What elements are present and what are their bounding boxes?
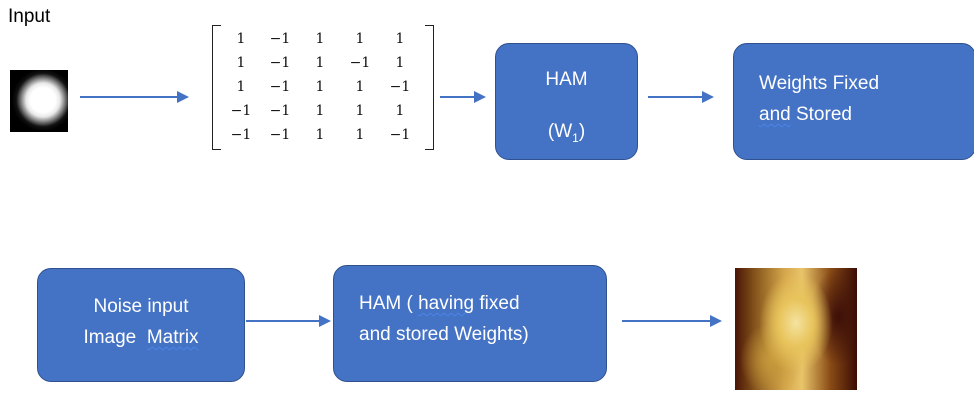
ham2-word-b: fixed bbox=[474, 293, 520, 314]
arrow-head-icon bbox=[177, 91, 189, 103]
matrix-cell: −1 bbox=[269, 79, 291, 95]
matrix-cell: 1 bbox=[395, 55, 405, 71]
matrix-cell: 1 bbox=[315, 103, 325, 119]
weights-line-1: Weights Fixed bbox=[759, 73, 880, 94]
matrix-row: 1 −1 1 −1 1 bbox=[222, 51, 420, 75]
matrix-cell: 1 bbox=[315, 79, 325, 95]
noise-word-matrix: Matrix bbox=[146, 327, 199, 348]
matrix-cell: 1 bbox=[236, 55, 246, 71]
matrix-cell: 1 bbox=[355, 79, 365, 95]
ham2-line-1: HAM ( having fixed bbox=[359, 288, 529, 319]
ham-stored-weights-box: HAM ( having fixed and stored Weights) bbox=[333, 265, 607, 382]
ham-stored-weights-text: HAM ( having fixed and stored Weights) bbox=[359, 288, 529, 350]
noise-line-2: Image Matrix bbox=[38, 322, 244, 353]
noise-input-box: Noise input Image Matrix bbox=[37, 268, 245, 382]
arrow-head-icon bbox=[474, 91, 486, 103]
ham-box: HAM (W1) bbox=[495, 43, 638, 160]
matrix-table: 1 −1 1 1 1 1 −1 1 −1 1 1 −1 1 1 −1 −1 −1… bbox=[222, 27, 420, 147]
arrow-head-icon bbox=[702, 91, 714, 103]
arrow-head-icon bbox=[710, 315, 722, 327]
matrix-cell: 1 bbox=[395, 103, 405, 119]
matrix-cell: −1 bbox=[230, 127, 252, 143]
arrow-input-to-matrix bbox=[80, 96, 178, 98]
input-image-blob bbox=[10, 70, 68, 130]
matrix-cell: 1 bbox=[355, 103, 365, 119]
input-label: Input bbox=[8, 6, 51, 27]
matrix-cell: −1 bbox=[269, 127, 291, 143]
ham-weight-symbol: W bbox=[554, 121, 573, 142]
matrix-right-bracket bbox=[425, 25, 434, 150]
weights-line-2: and Stored bbox=[759, 99, 879, 130]
matrix-cell: −1 bbox=[349, 55, 371, 71]
noise-word-image: Image bbox=[83, 327, 137, 348]
arrow-noise-to-ham bbox=[246, 320, 320, 322]
matrix-cell: 1 bbox=[355, 127, 365, 143]
matrix-cell: 1 bbox=[355, 31, 365, 47]
output-image-blur bbox=[735, 268, 857, 390]
output-image bbox=[735, 268, 857, 390]
noise-line-1: Noise input bbox=[93, 296, 189, 317]
matrix-row: 1 −1 1 1 −1 bbox=[222, 75, 420, 99]
matrix-left-bracket bbox=[212, 25, 221, 150]
input-image bbox=[10, 70, 68, 132]
matrix-cell: 1 bbox=[236, 31, 246, 47]
matrix-row: 1 −1 1 1 1 bbox=[222, 27, 420, 51]
matrix-cell: 1 bbox=[315, 127, 325, 143]
matrix-cell: 1 bbox=[315, 31, 325, 47]
matrix-cell: 1 bbox=[236, 79, 246, 95]
ham-weight-label: (W1) bbox=[547, 121, 586, 145]
matrix-cell: −1 bbox=[269, 103, 291, 119]
ham-weight-subscript: 1 bbox=[572, 130, 579, 145]
matrix-cell: −1 bbox=[389, 79, 411, 95]
ham2-line-2: and stored Weights) bbox=[359, 324, 529, 345]
arrow-ham-to-weights bbox=[648, 96, 704, 98]
weights-word-and: and bbox=[759, 104, 791, 125]
matrix-cell: −1 bbox=[269, 31, 291, 47]
matrix-cell: 1 bbox=[395, 31, 405, 47]
matrix-cell: −1 bbox=[269, 55, 291, 71]
matrix-row: −1 −1 1 1 −1 bbox=[222, 123, 420, 147]
arrow-ham-to-output bbox=[622, 320, 712, 322]
matrix-row: −1 −1 1 1 1 bbox=[222, 99, 420, 123]
weights-word-stored: Stored bbox=[790, 104, 852, 125]
matrix-cell: −1 bbox=[389, 127, 411, 143]
input-matrix: 1 −1 1 1 1 1 −1 1 −1 1 1 −1 1 1 −1 −1 −1… bbox=[212, 25, 434, 150]
noise-input-text: Noise input Image Matrix bbox=[38, 291, 244, 353]
matrix-cell: 1 bbox=[315, 55, 325, 71]
weights-fixed-text: Weights Fixed and Stored bbox=[759, 68, 879, 130]
arrow-matrix-to-ham bbox=[440, 96, 476, 98]
ham2-word-a: HAM ( bbox=[359, 293, 419, 314]
matrix-cell: −1 bbox=[230, 103, 252, 119]
ham2-word-having: having bbox=[418, 293, 475, 314]
ham-title: HAM bbox=[545, 69, 588, 90]
weights-fixed-box: Weights Fixed and Stored bbox=[733, 43, 974, 160]
arrow-head-icon bbox=[319, 315, 331, 327]
